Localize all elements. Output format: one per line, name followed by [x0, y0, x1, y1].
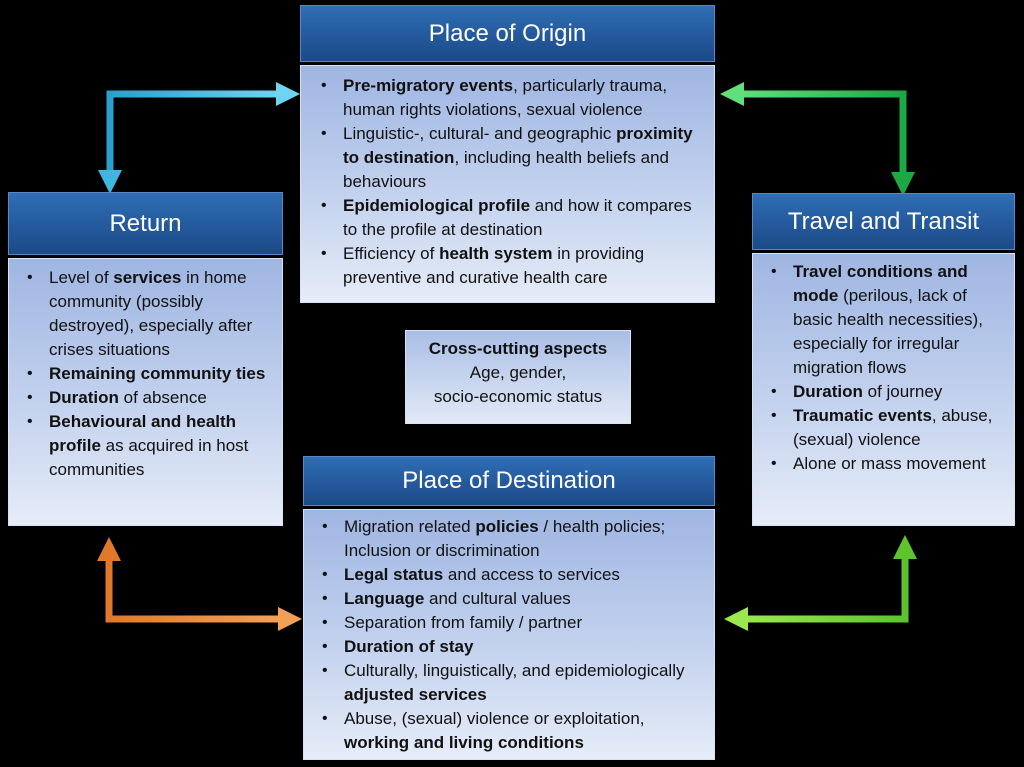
bullet-bold-text: Epidemiological profile: [343, 196, 531, 215]
cross-cutting-box: Cross-cutting aspects Age, gender, socio…: [405, 330, 631, 424]
origin-body: Pre-migratory events, particularly traum…: [300, 65, 715, 303]
bullet-bold-text: Duration: [49, 388, 119, 407]
cross-cutting-title: Cross-cutting aspects: [428, 339, 608, 358]
bullet-text: , particularly trauma, human rights viol…: [343, 76, 668, 119]
bullet-text: of journey: [862, 382, 943, 401]
transit-list: Travel conditions and mode (perilous, la…: [767, 260, 1008, 476]
cross-cutting-line-2: socio-economic status: [433, 387, 603, 406]
bullet-text: and how it compares to the profile at de…: [343, 196, 692, 239]
bullet-bold-text: working and living conditions: [344, 733, 584, 752]
bullet-bold-text: health system: [439, 244, 553, 263]
bullet-item: Level of services in home community (pos…: [23, 266, 274, 362]
arrow-transit-destination: [724, 535, 917, 631]
bullet-bold-text: Pre-migratory events: [343, 76, 514, 95]
arrow-origin-transit: [720, 82, 915, 196]
bullet-item: Travel conditions and mode (perilous, la…: [767, 260, 1008, 380]
return-title: Return: [8, 192, 283, 255]
destination-panel: Place of Destination Migration related p…: [303, 456, 715, 760]
bullet-item: Duration of stay: [318, 635, 708, 659]
bullet-item: Duration of journey: [767, 380, 1008, 404]
bullet-text: Level of: [49, 268, 114, 287]
bullet-item: Legal status and access to services: [318, 563, 708, 587]
bullet-item: Alone or mass movement: [767, 452, 1008, 476]
origin-panel: Place of Origin Pre-migratory events, pa…: [300, 5, 715, 303]
return-list: Level of services in home community (pos…: [23, 266, 274, 482]
arrow-return-origin: [98, 82, 300, 194]
bullet-text: Migration related: [344, 517, 476, 536]
bullet-bold-text: Travel conditions and mode: [793, 262, 968, 305]
bullet-text: , abuse, (sexual) violence: [793, 406, 993, 449]
destination-list: Migration related policies / health poli…: [318, 515, 708, 755]
bullet-item: Pre-migratory events, particularly traum…: [317, 74, 704, 122]
destination-title: Place of Destination: [303, 456, 715, 506]
bullet-text: , including health beliefs and behaviour…: [343, 148, 669, 191]
bullet-bold-text: Duration of stay: [344, 637, 474, 656]
arrow-destination-return: [97, 537, 302, 631]
bullet-text: Alone or mass movement: [793, 454, 986, 473]
bullet-text: Culturally, linguistically, and epidemio…: [344, 661, 685, 680]
bullet-item: Abuse, (sexual) violence or exploitation…: [318, 707, 708, 755]
bullet-item: Behavioural and health profile as acquir…: [23, 410, 274, 482]
bullet-item: Remaining community ties: [23, 362, 274, 386]
bullet-item: Language and cultural values: [318, 587, 708, 611]
return-body: Level of services in home community (pos…: [8, 258, 283, 526]
bullet-item: Culturally, linguistically, and epidemio…: [318, 659, 708, 707]
bullet-text: Linguistic-, cultural- and geographic: [343, 124, 617, 143]
bullet-bold-text: Traumatic events: [793, 406, 932, 425]
bullet-text: Abuse, (sexual) violence or exploitation…: [344, 709, 645, 728]
bullet-text: in home community (possibly destroyed), …: [49, 268, 253, 359]
bullet-bold-text: Language: [344, 589, 425, 608]
transit-body: Travel conditions and mode (perilous, la…: [752, 253, 1015, 526]
destination-body: Migration related policies / health poli…: [303, 509, 715, 760]
bullet-text: as acquired in host communities: [49, 436, 249, 479]
bullet-item: Efficiency of health system in providing…: [317, 242, 704, 290]
bullet-bold-text: policies: [475, 517, 539, 536]
origin-list: Pre-migratory events, particularly traum…: [317, 74, 704, 290]
bullet-bold-text: proximity to destination: [343, 124, 693, 167]
return-panel: Return Level of services in home communi…: [8, 192, 283, 526]
bullet-item: Duration of absence: [23, 386, 274, 410]
bullet-text: (perilous, lack of basic health necessit…: [793, 286, 983, 377]
bullet-item: Linguistic-, cultural- and geographic pr…: [317, 122, 704, 194]
bullet-bold-text: services: [113, 268, 182, 287]
bullet-text: / health policies; Inclusion or discrimi…: [344, 517, 666, 560]
bullet-text: and access to services: [443, 565, 620, 584]
bullet-bold-text: adjusted services: [344, 685, 487, 704]
bullet-text: in providing preventive and curative hea…: [343, 244, 645, 287]
bullet-text: Efficiency of: [343, 244, 440, 263]
bullet-item: Migration related policies / health poli…: [318, 515, 708, 563]
bullet-text: Separation from family / partner: [344, 613, 583, 632]
transit-title: Travel and Transit: [752, 193, 1015, 250]
transit-panel: Travel and Transit Travel conditions and…: [752, 193, 1015, 526]
bullet-item: Traumatic events, abuse, (sexual) violen…: [767, 404, 1008, 452]
origin-title: Place of Origin: [300, 5, 715, 62]
bullet-item: Separation from family / partner: [318, 611, 708, 635]
bullet-bold-text: Legal status: [344, 565, 444, 584]
bullet-item: Epidemiological profile and how it compa…: [317, 194, 704, 242]
bullet-bold-text: Behavioural and health profile: [49, 412, 237, 455]
bullet-bold-text: Duration: [793, 382, 863, 401]
cross-cutting-line-1: Age, gender,: [469, 363, 567, 382]
bullet-text: of absence: [118, 388, 207, 407]
bullet-bold-text: Remaining community ties: [49, 364, 266, 383]
bullet-text: and cultural values: [424, 589, 571, 608]
